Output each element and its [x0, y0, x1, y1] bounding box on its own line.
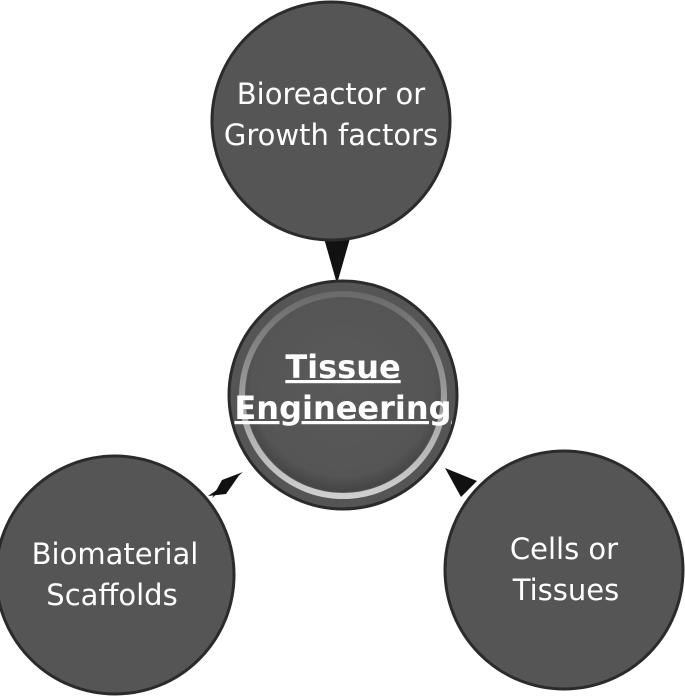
node-right-line2: Tissues [512, 573, 619, 607]
arrow-center-to-left [208, 472, 243, 498]
arrow-top-to-center [324, 239, 350, 284]
node-tissue-engineering: Tissue Engineering [227, 279, 459, 511]
node-cells-tissues: Cells or Tissues [443, 449, 685, 691]
node-biomaterial-scaffolds: Biomaterial Scaffolds [0, 454, 236, 696]
node-left-line1: Biomaterial [32, 537, 199, 571]
node-right-line1: Cells or [510, 532, 618, 566]
arrow-center-to-right [445, 468, 477, 497]
center-line2: Engineering [234, 389, 451, 427]
node-top-line1: Bioreactor or [237, 77, 426, 111]
center-line1: Tissue [285, 348, 400, 386]
node-top-line2: Growth factors [224, 118, 438, 152]
node-bioreactor-growth-factors: Bioreactor or Growth factors [210, 0, 452, 242]
node-left-line2: Scaffolds [46, 578, 177, 612]
